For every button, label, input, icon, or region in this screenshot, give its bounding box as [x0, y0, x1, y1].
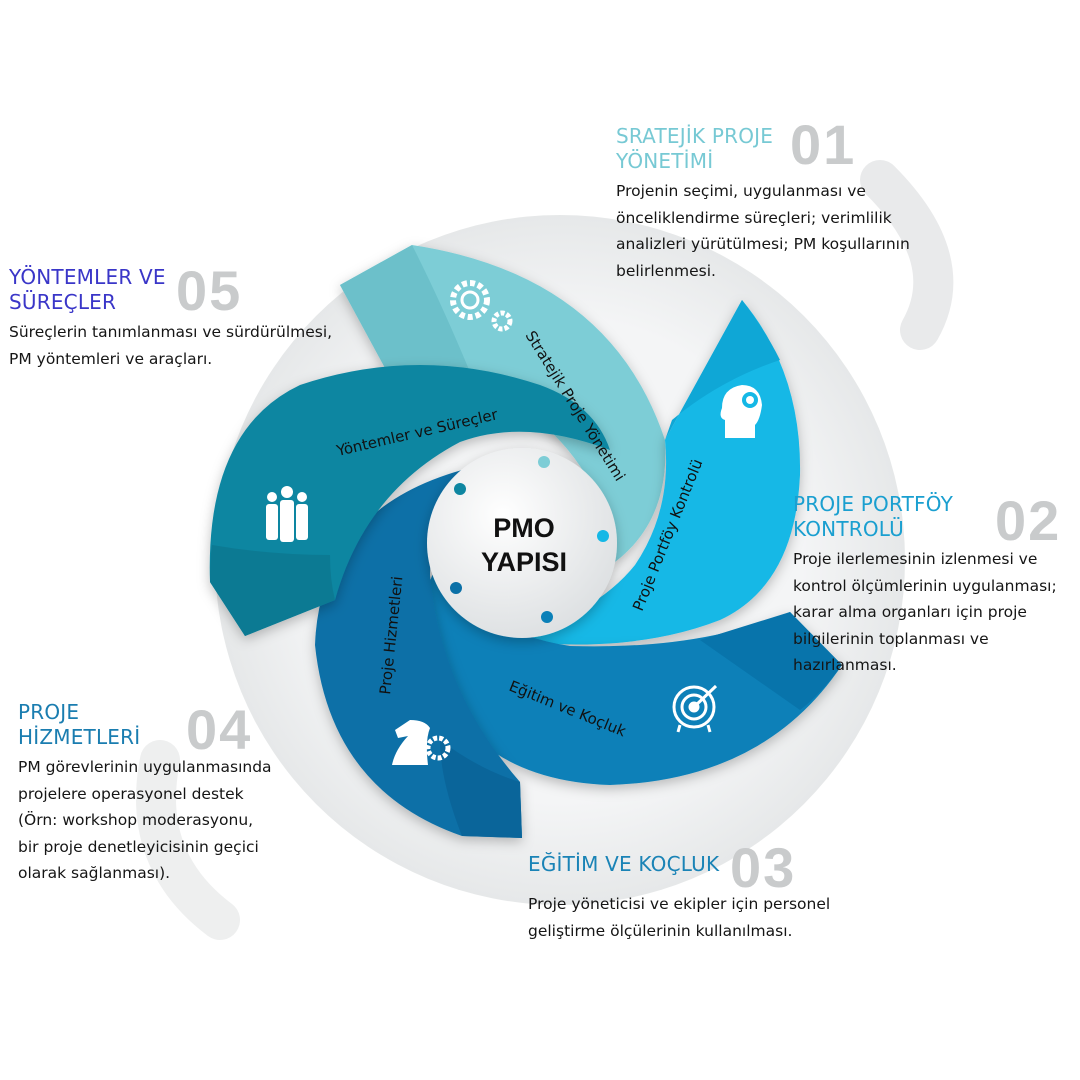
section-02-description: Proje ilerlemesinin izlenmesi ve kontrol… [793, 546, 1057, 679]
section-03-description: Proje yöneticisi ve ekipler için persone… [528, 891, 830, 944]
chess-knight-gear-icon [392, 720, 451, 765]
center-dot [541, 611, 553, 623]
title-line: PROJE [18, 700, 80, 724]
section-05-title: YÖNTEMLER VE SÜREÇLER [9, 265, 332, 315]
title-line: SÜREÇLER [9, 290, 117, 314]
desc-line: Proje ilerlemesinin izlenmesi ve [793, 550, 1038, 568]
desc-line: belirlenmesi. [616, 261, 716, 280]
title-line: KONTROLÜ [793, 517, 904, 541]
desc-line: önceliklendirme süreçleri; verimlilik [616, 208, 892, 227]
desc-line: bir proje denetleyicisinin geçici [18, 837, 259, 856]
gears-icon [450, 280, 513, 332]
section-04: PROJE HİZMETLERİ PM görevlerinin uygulan… [18, 700, 272, 887]
center-dot [538, 456, 550, 468]
desc-line: PM görevlerinin uygulanmasında [18, 758, 272, 776]
title-line: SRATEJİK PROJE [616, 124, 774, 148]
section-05-description: Süreçlerin tanımlanması ve sürdürülmesi,… [9, 319, 332, 372]
desc-line: bilgilerinin toplanması ve [793, 629, 989, 648]
desc-line: Projenin seçimi, uygulanması ve [616, 182, 866, 200]
head-gear-icon [720, 385, 762, 438]
segment-training[interactable] [422, 560, 842, 785]
center-circle[interactable] [427, 448, 617, 638]
section-03-title: EĞİTİM VE KOÇLUK [528, 852, 720, 876]
desc-line: Süreçlerin tanımlanması ve sürdürülmesi, [9, 323, 333, 341]
segment-methods-shade [210, 545, 335, 636]
desc-line: hazırlanması. [793, 656, 897, 674]
section-04-title: PROJE HİZMETLERİ [18, 700, 272, 750]
section-04-description: PM görevlerinin uygulanmasında projelere… [18, 754, 272, 887]
section-03: EĞİTİM VE KOÇLUK Proje yöneticisi ve eki… [528, 852, 830, 944]
section-05-number: 05 [176, 259, 243, 322]
desc-line: geliştirme ölçülerinin kullanılması. [528, 921, 793, 940]
title-line: PROJE PORTFÖY [793, 492, 954, 516]
section-01-description: Projenin seçimi, uygulanması ve öncelikl… [616, 178, 910, 284]
section-02-number: 02 [995, 489, 1062, 552]
decorative-swoosh [860, 160, 954, 350]
center-dot [454, 483, 466, 495]
decorative-swoosh [136, 740, 240, 940]
target-icon [672, 684, 718, 733]
desc-line: PM yöntemleri ve araçları. [9, 349, 213, 368]
title-line: HİZMETLERİ [18, 725, 141, 749]
desc-line: olarak sağlanması). [18, 864, 171, 882]
desc-line: projelere operasyonel destek [18, 784, 244, 803]
title-line: YÖNTEMLER VE [9, 265, 166, 289]
section-01-number: 01 [790, 113, 857, 176]
section-03-number: 03 [730, 836, 797, 899]
segment-services-shade [440, 740, 522, 838]
center-title-line1: PMO [493, 513, 555, 543]
segment-training-shade [700, 612, 842, 710]
section-04-number: 04 [186, 698, 253, 761]
section-02: PROJE PORTFÖY KONTROLÜ Proje ilerlemesin… [793, 492, 1057, 679]
section-01: SRATEJİK PROJE YÖNETİMİ Projenin seçimi,… [616, 124, 910, 284]
people-group-icon [266, 486, 308, 542]
segment-strategic-shade [340, 245, 470, 372]
segment-services[interactable] [315, 470, 522, 838]
segment-portfolio[interactable] [505, 300, 801, 645]
center-title-line2: YAPISI [481, 547, 567, 577]
section-01-title: SRATEJİK PROJE YÖNETİMİ [616, 124, 910, 174]
section-02-title: PROJE PORTFÖY KONTROLÜ [793, 492, 1057, 542]
desc-line: kontrol ölçümlerinin uygulanması; [793, 576, 1057, 595]
section-05: YÖNTEMLER VE SÜREÇLER Süreçlerin tanımla… [9, 265, 332, 372]
desc-line: (Örn: workshop moderasyonu, [18, 811, 254, 829]
desc-line: karar alma organları için proje [793, 603, 1027, 621]
title-line: YÖNETİMİ [616, 149, 714, 173]
center-dot [597, 530, 609, 542]
segment-portfolio-shade [665, 300, 780, 440]
desc-line: analizleri yürütülmesi; PM koşullarının [616, 235, 910, 253]
desc-line: Proje yöneticisi ve ekipler için persone… [528, 895, 831, 913]
center-dot [450, 582, 462, 594]
